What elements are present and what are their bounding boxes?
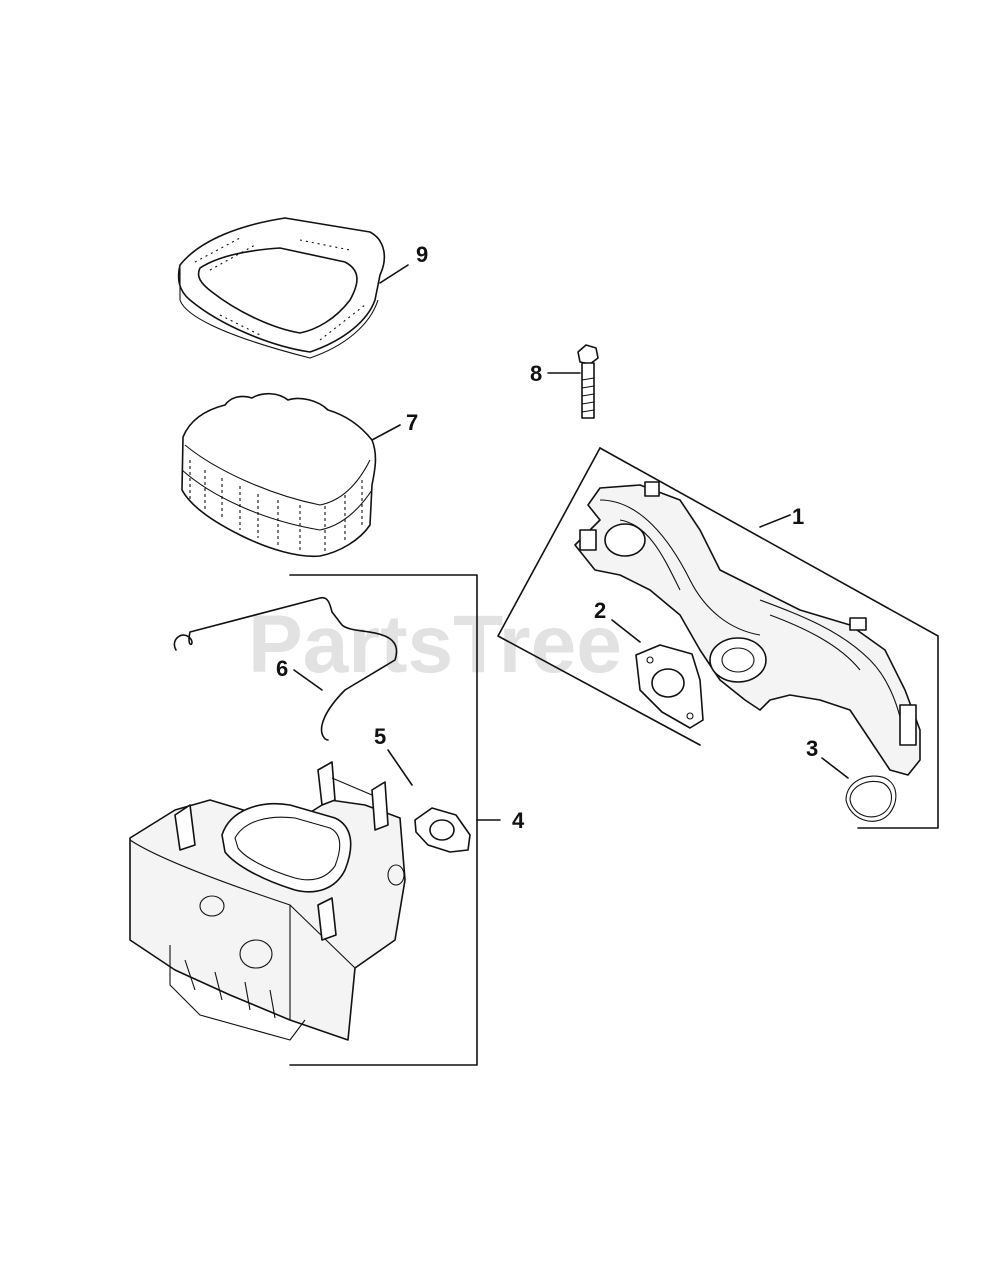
part-7-air-filter[interactable] [181,392,377,558]
leader-1 [759,514,791,528]
leader-5 [387,749,413,786]
part-3-o-ring[interactable] [845,775,897,822]
partstree-watermark: PartsTree ™ [248,598,760,690]
part-2-gasket[interactable] [635,644,704,729]
callout-3[interactable]: 3 [806,736,818,761]
leader-9 [379,264,409,284]
part-1-intake-manifold[interactable] [574,481,921,776]
leader-7 [371,424,401,441]
part-4-air-cleaner-base[interactable] [129,761,406,1041]
callout-2[interactable]: 2 [594,598,606,623]
callout-5[interactable]: 5 [374,724,386,749]
leader-2 [611,619,641,643]
frame-1-left [497,447,701,746]
part-8-bolt[interactable] [577,344,599,419]
part-5-gasket[interactable] [414,807,471,853]
frame-1-right [599,447,939,829]
callout-7[interactable]: 7 [406,410,418,435]
callout-4[interactable]: 4 [512,808,525,833]
part-6-wire-clip[interactable] [173,596,398,741]
callout-8[interactable]: 8 [530,361,542,386]
callout-1[interactable]: 1 [792,504,804,529]
callout-6[interactable]: 6 [276,656,288,681]
leader-3 [821,757,849,779]
callout-9[interactable]: 9 [416,242,428,267]
leader-6 [293,669,323,691]
part-9-precleaner[interactable] [177,217,386,359]
watermark-text: PartsTree [248,599,622,690]
